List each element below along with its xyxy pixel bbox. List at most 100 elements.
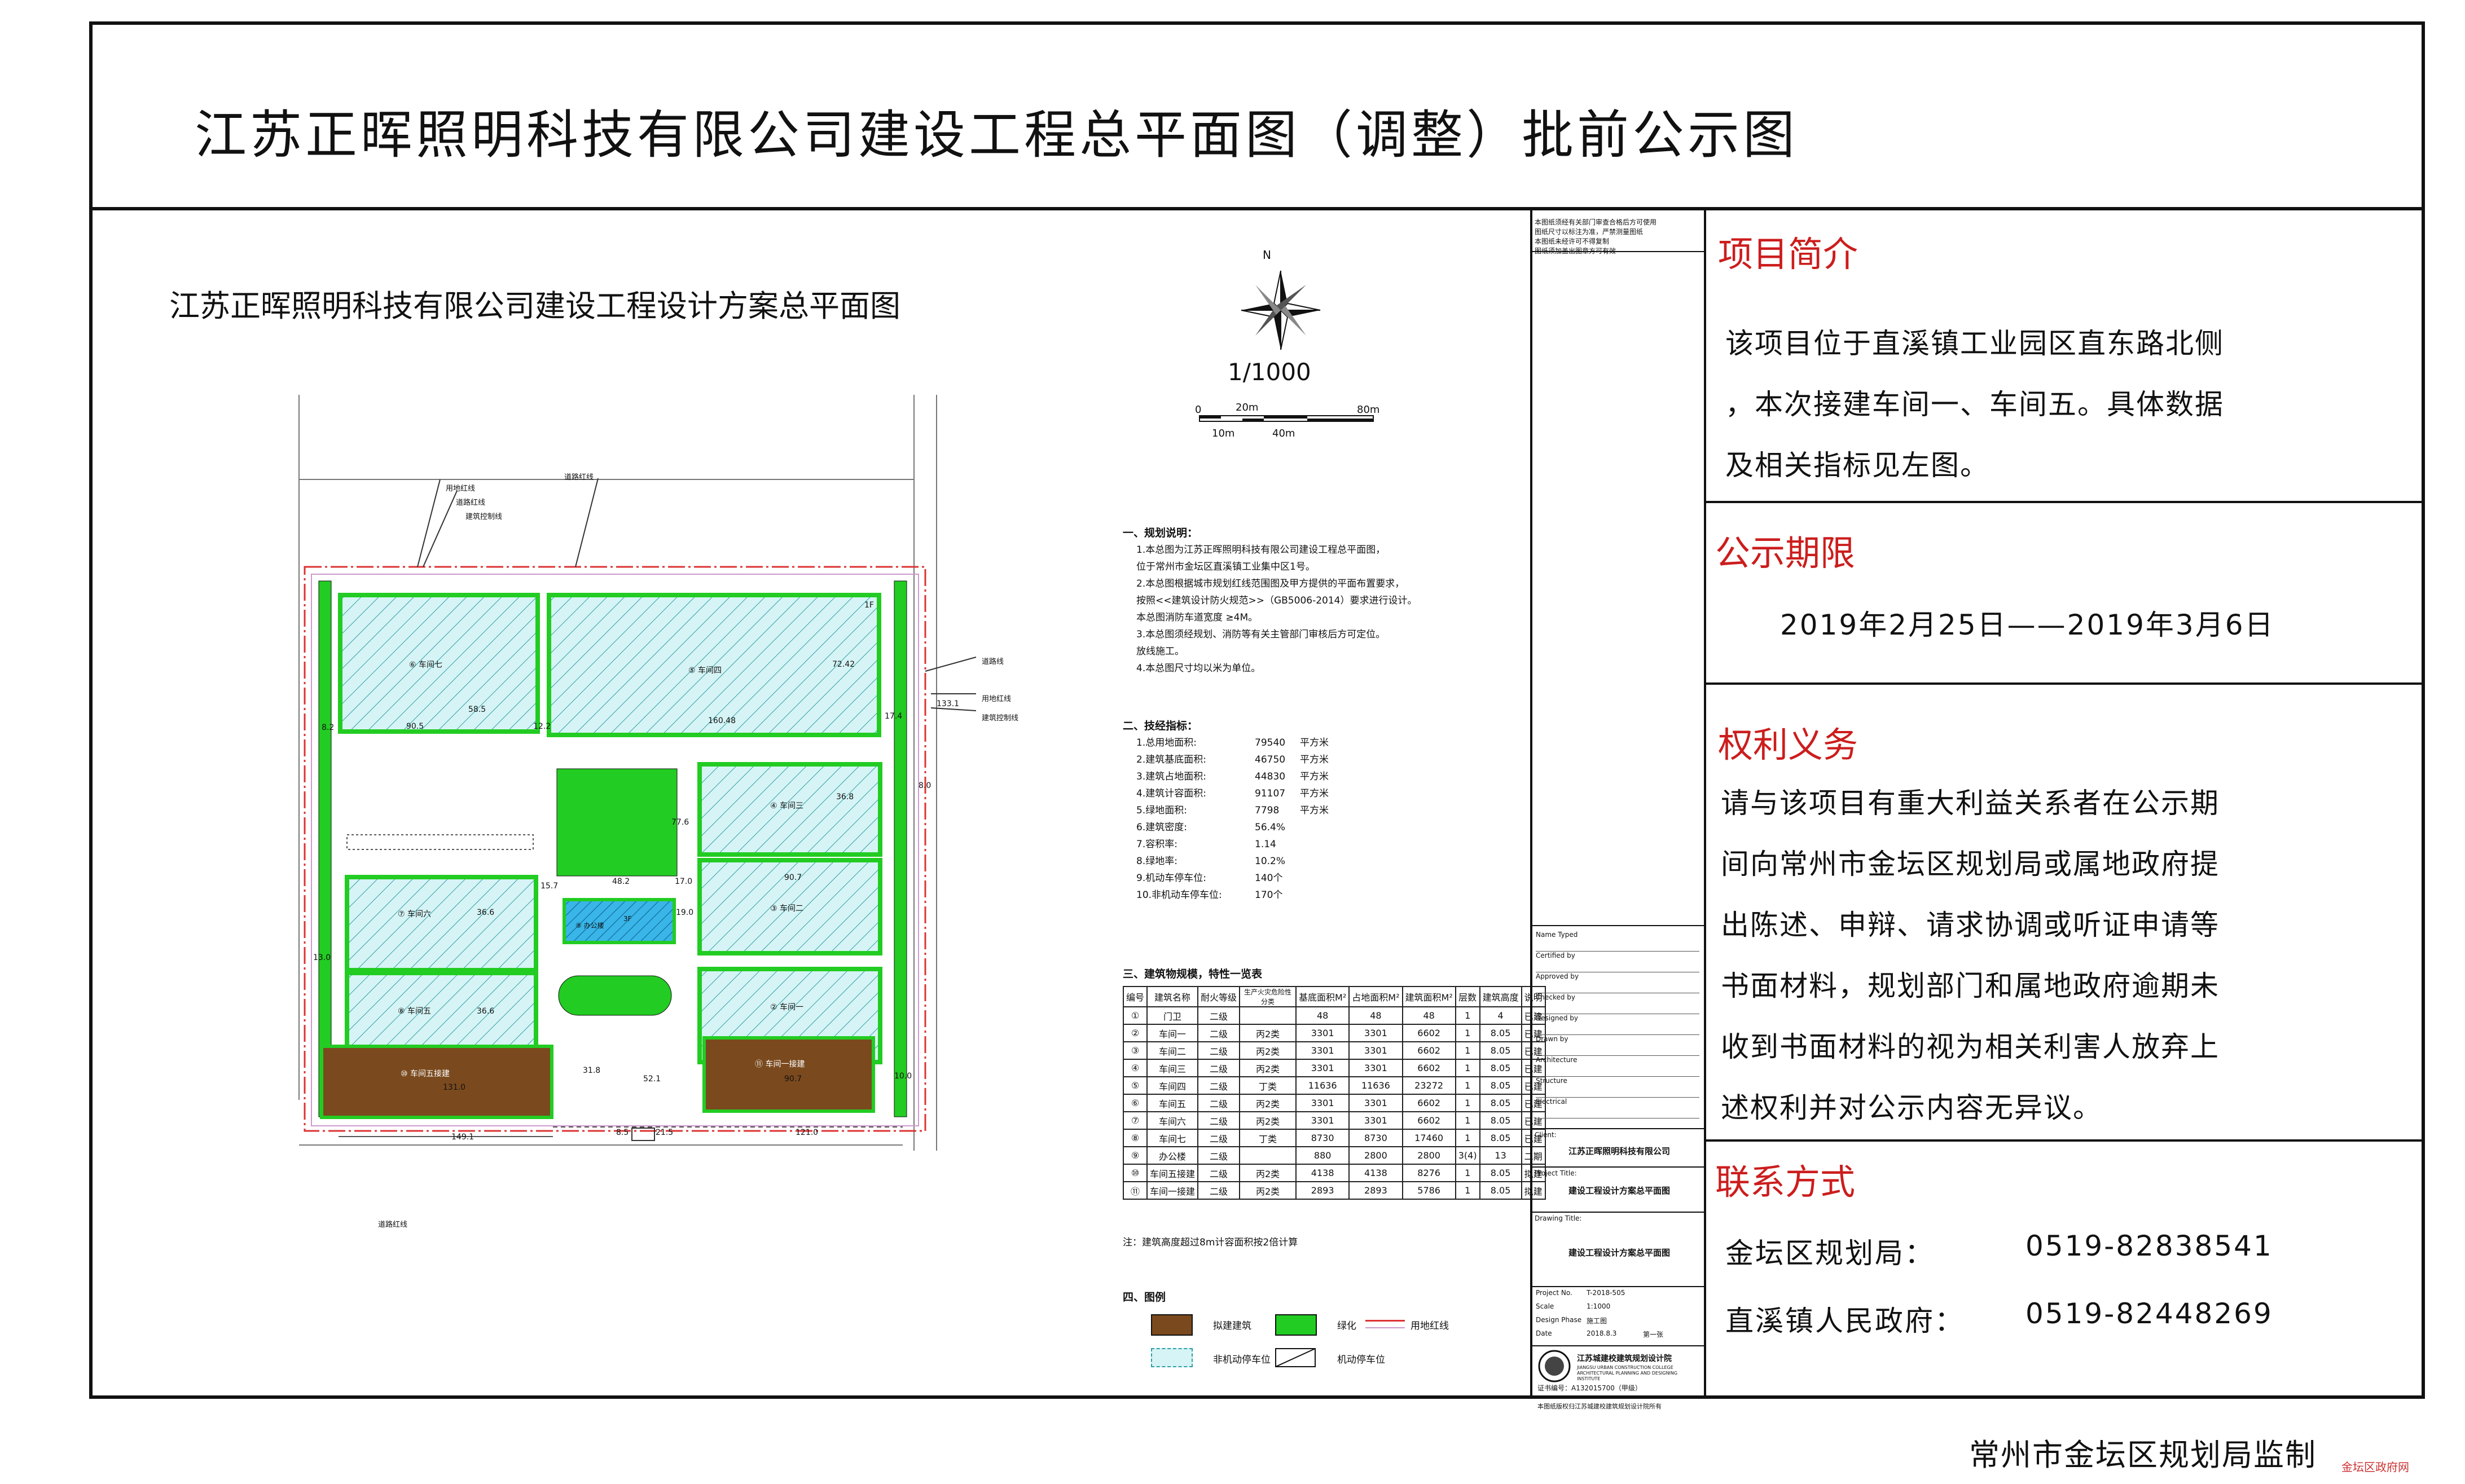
table-cell: 8.05 bbox=[1479, 1076, 1522, 1095]
rights-line: 收到书面材料的视为相关利害人放弃上 bbox=[1721, 1031, 2220, 1063]
plan-title: 江苏正晖照明科技有限公司建设工程设计方案总平面图 bbox=[169, 288, 900, 324]
dim-label: 8.0 bbox=[919, 781, 931, 790]
table-cell: 3301 bbox=[1348, 1041, 1403, 1060]
tb-project-no: T-2018-505 bbox=[1587, 1289, 1625, 1297]
table-cell: 丙2类 bbox=[1239, 1164, 1297, 1182]
rights-title: 权利义务 bbox=[1718, 724, 1858, 765]
indicator-row: 6.建筑密度:56.4% bbox=[1136, 822, 1286, 833]
table-cell bbox=[1239, 1146, 1297, 1165]
building-label: ② 车间一 bbox=[770, 1003, 804, 1012]
dim-label: 149.1 bbox=[451, 1133, 474, 1142]
table-cell: ⑨ bbox=[1122, 1146, 1148, 1165]
tb-label: Project Title: bbox=[1535, 1169, 1577, 1177]
table-cell: 8.05 bbox=[1479, 1094, 1522, 1112]
table-cell: 3301 bbox=[1348, 1059, 1403, 1077]
scale-20: 20m bbox=[1236, 402, 1259, 413]
tb-label: Client: bbox=[1535, 1131, 1557, 1139]
label-red-line-2: 用地红线 bbox=[982, 695, 1012, 703]
table-cell: 已建 bbox=[1521, 1129, 1546, 1147]
table-cell: 丁类 bbox=[1239, 1076, 1297, 1095]
table-cell: 4138 bbox=[1295, 1164, 1350, 1182]
table-cell: 二期 bbox=[1521, 1146, 1546, 1165]
table-cell: 办公楼 bbox=[1146, 1146, 1199, 1165]
table-cell: 48 bbox=[1348, 1006, 1403, 1025]
table-header: 占地面积M² bbox=[1348, 986, 1403, 1007]
label-red-line-1: 用地红线 bbox=[446, 485, 476, 493]
page-title: 江苏正晖照明科技有限公司建设工程总平面图（调整）批前公示图 bbox=[195, 105, 1799, 165]
indicators-heading: 二、技经指标： bbox=[1123, 720, 1198, 732]
table-header: 建筑名称 bbox=[1146, 986, 1199, 1007]
table-cell: 二级 bbox=[1197, 1111, 1241, 1130]
building-label: ⑪ 车间一接建 bbox=[755, 1060, 805, 1069]
table-cell: 2893 bbox=[1348, 1181, 1403, 1200]
contact-phone[interactable]: 0519-82838541 bbox=[2025, 1230, 2273, 1262]
table-cell: 6602 bbox=[1401, 1094, 1456, 1112]
north-label: N bbox=[1263, 248, 1271, 262]
table-cell: 二级 bbox=[1197, 1129, 1241, 1147]
outer-frame bbox=[89, 21, 2425, 1399]
tb-sig-row: Name Typed bbox=[1536, 931, 1699, 952]
note-line: 2.本总图根据城市规划红线范围图及甲方提供的平面布置要求， bbox=[1136, 578, 1405, 589]
tb-date: 2018.8.3 bbox=[1587, 1329, 1617, 1337]
table-cell: ③ bbox=[1122, 1041, 1148, 1060]
table-cell: 丙2类 bbox=[1239, 1111, 1297, 1130]
period-title: 公示期限 bbox=[1715, 532, 1856, 574]
table-cell: 3(4) bbox=[1455, 1146, 1480, 1165]
note-line: 放线施工。 bbox=[1136, 646, 1184, 657]
table-cell: 3301 bbox=[1295, 1059, 1350, 1077]
table-heading: 三、建筑物规模，特性一览表 bbox=[1123, 968, 1263, 980]
table-header: 耐火等级 bbox=[1197, 986, 1241, 1007]
table-header-row: 编号 建筑名称 耐火等级 生产火灾危险性分类 基底面积M² 占地面积M² 建筑面… bbox=[1122, 986, 1546, 1007]
legend-heading: 四、图例 bbox=[1123, 1291, 1166, 1304]
intro-line: ，本次接建车间一、车间五。具体数据 bbox=[1725, 388, 2224, 421]
dim-label: 8.2 bbox=[322, 723, 335, 732]
tb-sheet: 第一张 bbox=[1643, 1331, 1664, 1338]
table-cell: 1 bbox=[1455, 1041, 1480, 1060]
table-cell: 6602 bbox=[1401, 1111, 1456, 1130]
table-cell: 6602 bbox=[1401, 1059, 1456, 1077]
legend-swatch bbox=[1275, 1348, 1316, 1367]
tb-label: Design Phase bbox=[1536, 1316, 1582, 1324]
tb-divider bbox=[1530, 1345, 1706, 1346]
scale-0: 0 bbox=[1195, 404, 1202, 416]
tb-divider bbox=[1530, 925, 1706, 926]
tb-client: 江苏正晖照明科技有限公司 bbox=[1568, 1146, 1671, 1156]
tb-label: Scale bbox=[1536, 1302, 1554, 1310]
dim-label: 19.0 bbox=[676, 908, 694, 917]
table-cell: 已建 bbox=[1521, 1041, 1546, 1060]
table-cell: 车间四 bbox=[1146, 1076, 1199, 1095]
table-cell bbox=[1239, 1006, 1297, 1025]
table-cell: 6602 bbox=[1401, 1041, 1456, 1060]
table-cell: 3301 bbox=[1295, 1024, 1350, 1042]
tb-sig-row: Architecture bbox=[1536, 1056, 1699, 1077]
dim-label: 90.7 bbox=[784, 1075, 802, 1084]
dim-label: 8.5 bbox=[616, 1128, 629, 1137]
dim-label: 15.7 bbox=[541, 882, 559, 891]
table-cell: 二级 bbox=[1197, 1041, 1241, 1060]
table-cell: 4138 bbox=[1348, 1164, 1403, 1182]
intro-text: 该项目位于直溪镇工业园区直东路北侧 ，本次接建车间一、车间五。具体数据 及相关指… bbox=[1725, 313, 2224, 496]
contact-phone[interactable]: 0519-82448269 bbox=[2025, 1297, 2273, 1330]
label-road-red-2: 道路红线 bbox=[564, 473, 594, 482]
indicator-row: 9.机动车停车位:140个 bbox=[1136, 873, 1283, 884]
dim-label: 12.2 bbox=[533, 722, 551, 731]
table-cell: 6602 bbox=[1401, 1024, 1456, 1042]
title-row bbox=[89, 21, 2425, 210]
table-cell: 二级 bbox=[1197, 1181, 1241, 1200]
legend-label: 用地红线 bbox=[1411, 1320, 1449, 1332]
dim-label: 90.7 bbox=[784, 873, 802, 882]
table-cell: 已建 bbox=[1521, 1059, 1546, 1077]
table-cell: ① bbox=[1122, 1006, 1148, 1025]
dim-label: 72.42 bbox=[832, 660, 855, 669]
tb-note: 本图纸须经有关部门审查合格后方可使用 bbox=[1535, 218, 1657, 226]
tb-sig-row: Structure bbox=[1536, 1077, 1699, 1098]
scale-80: 80m bbox=[1357, 404, 1380, 416]
contact-name: 金坛区规划局： bbox=[1725, 1237, 1935, 1270]
table-cell: 1 bbox=[1455, 1129, 1480, 1147]
table-cell: 8.05 bbox=[1479, 1181, 1522, 1200]
